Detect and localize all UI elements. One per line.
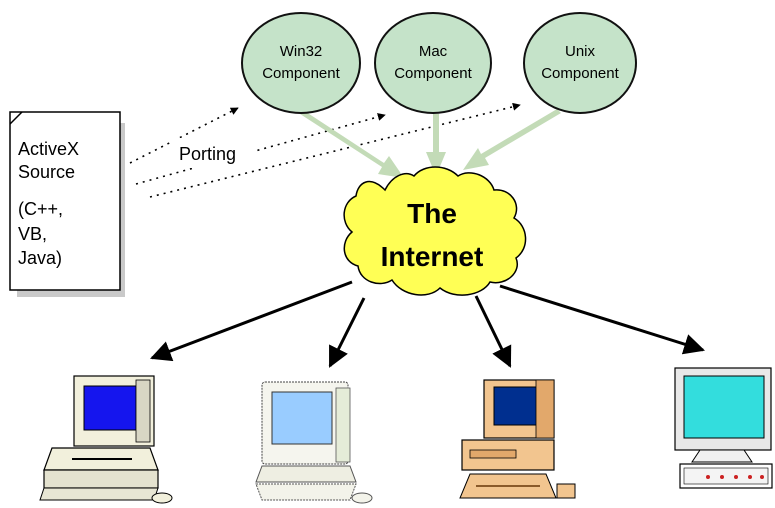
source-line-3: (C++,	[18, 199, 63, 219]
internet-cloud: The Internet	[343, 166, 527, 296]
source-line-2: Source	[18, 162, 75, 182]
cloud-line1: The	[407, 198, 457, 229]
mac-computer-icon	[255, 381, 373, 504]
component-line1: Mac	[419, 43, 448, 60]
mac-component: Mac Component	[374, 12, 492, 114]
source-line-5: Java)	[18, 248, 62, 268]
pc-computer-icon	[459, 379, 576, 499]
component-line1: Win32	[280, 43, 323, 60]
porting-arrows	[129, 102, 521, 198]
cloud-line2: Internet	[381, 241, 484, 272]
component-line2: Component	[262, 65, 340, 82]
porting-label-bg	[172, 138, 256, 168]
desktop-computer-icon	[39, 375, 173, 504]
source-line-4: VB,	[18, 224, 47, 244]
unix-component: Unix Component	[523, 12, 637, 114]
porting-label: Porting	[179, 144, 236, 164]
activex-source-document: ActiveX Source (C++, VB, Java)	[9, 111, 125, 297]
win32-component: Win32 Component	[241, 12, 361, 114]
component-line2: Component	[394, 65, 472, 82]
monitor-terminal-icon	[674, 367, 773, 489]
component-line1: Unix	[565, 43, 596, 60]
internet-to-computer-arrows	[150, 280, 706, 368]
component-line2: Component	[541, 65, 619, 82]
component-to-internet-arrows	[297, 108, 561, 178]
source-line-1: ActiveX	[18, 139, 79, 159]
